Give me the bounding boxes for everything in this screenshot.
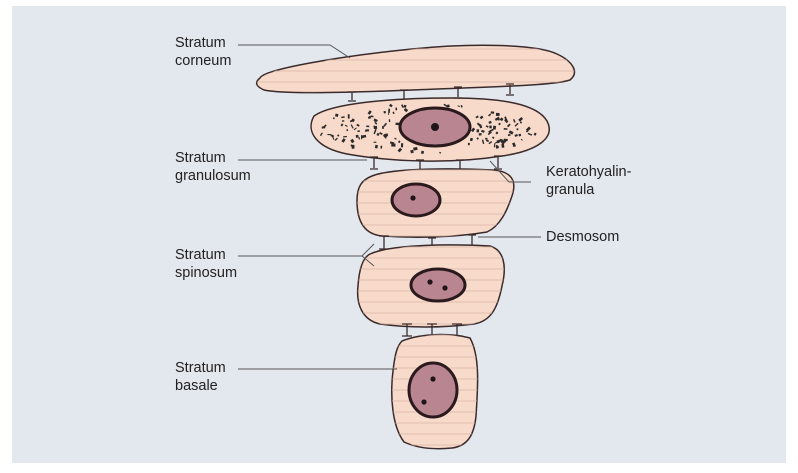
label-desmosom: Desmosom [546, 228, 619, 246]
corneum-cell [257, 45, 575, 92]
spinosum-upper-nucleus [392, 184, 440, 216]
spinosum-cell-lower [358, 245, 505, 327]
label-stratum-basale: Stratum basale [175, 359, 226, 395]
label-stratum-granulosum: Stratum granulosum [175, 149, 251, 185]
label-stratum-spinosum: Stratum spinosum [175, 246, 237, 282]
label-keratohyalin-granula: Keratohyalin- granula [546, 163, 631, 199]
basale-cell [392, 335, 478, 449]
epidermis-diagram [12, 6, 786, 463]
spinosum-cell-upper [357, 169, 514, 237]
figure-panel: Stratum corneum Stratum granulosum Strat… [12, 6, 786, 463]
label-stratum-corneum: Stratum corneum [175, 34, 231, 70]
basale-nucleus [409, 363, 457, 417]
granulosum-cell [311, 98, 549, 161]
spinosum-lower-nucleus [411, 269, 465, 301]
